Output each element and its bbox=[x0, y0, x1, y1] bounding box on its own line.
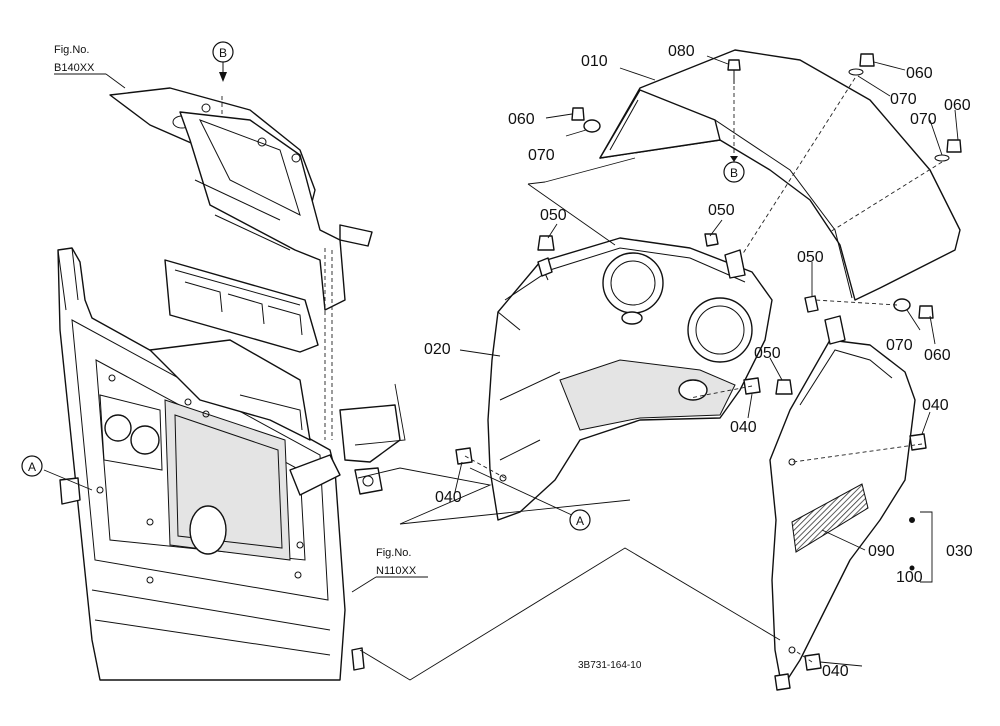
part-label-050: 050 bbox=[754, 345, 781, 362]
console-bracket bbox=[149, 259, 401, 495]
connector-b-label: B bbox=[730, 166, 738, 180]
connector-a-left: A bbox=[21, 455, 43, 477]
part-label-050: 050 bbox=[540, 207, 567, 224]
figure-ref-code: N110XX bbox=[376, 565, 417, 577]
connector-a-label: A bbox=[576, 514, 584, 528]
part-label-040: 040 bbox=[822, 663, 849, 680]
figure-ref-caption: Fig.No. bbox=[376, 547, 411, 559]
connector-a-center: A bbox=[569, 509, 591, 531]
leader-lines bbox=[43, 55, 959, 681]
part-label-040: 040 bbox=[922, 397, 949, 414]
cover-010 bbox=[599, 49, 961, 301]
part-label-040: 040 bbox=[730, 419, 757, 436]
fasteners bbox=[455, 53, 962, 671]
connector-b-label: B bbox=[219, 46, 227, 60]
part-label-060: 060 bbox=[924, 347, 951, 364]
part-label-070: 070 bbox=[910, 111, 937, 128]
part-label-090: 090 bbox=[868, 543, 895, 560]
explode-lines bbox=[464, 77, 943, 663]
side-panel-030 bbox=[769, 315, 916, 691]
part-label-040: 040 bbox=[435, 489, 462, 506]
part-label-100: 100 bbox=[896, 569, 923, 586]
figure-ref-b140: Fig.No. B140XX bbox=[54, 44, 126, 89]
part-label-010: 010 bbox=[581, 53, 608, 70]
upper-bracket bbox=[109, 87, 373, 311]
part-label-070: 070 bbox=[528, 147, 555, 164]
part-label-030: 030 bbox=[946, 543, 973, 560]
figure-ref-caption: Fig.No. bbox=[54, 44, 89, 56]
part-label-060: 060 bbox=[906, 65, 933, 82]
part-label-060: 060 bbox=[508, 111, 535, 128]
drawing-number: 3B731-164-10 bbox=[578, 660, 642, 671]
part-label-050: 050 bbox=[708, 202, 735, 219]
part-label-060: 060 bbox=[944, 97, 971, 114]
connector-b-lower: B bbox=[723, 156, 745, 183]
figure-ref-n110: Fig.No. N110XX bbox=[351, 547, 428, 593]
part-label-020: 020 bbox=[424, 341, 451, 358]
part-labels: 010 080 060 070 060 070 060 070 050 050 … bbox=[424, 43, 973, 680]
part-label-050: 050 bbox=[797, 249, 824, 266]
panel-020 bbox=[487, 237, 773, 521]
figure-ref-code: B140XX bbox=[54, 62, 95, 74]
connector-b-top: B bbox=[212, 41, 234, 82]
part-label-070: 070 bbox=[886, 337, 913, 354]
part-label-080: 080 bbox=[668, 43, 695, 60]
connector-a-label: A bbox=[28, 460, 36, 474]
frame-panel bbox=[57, 247, 365, 681]
part-label-070: 070 bbox=[890, 91, 917, 108]
